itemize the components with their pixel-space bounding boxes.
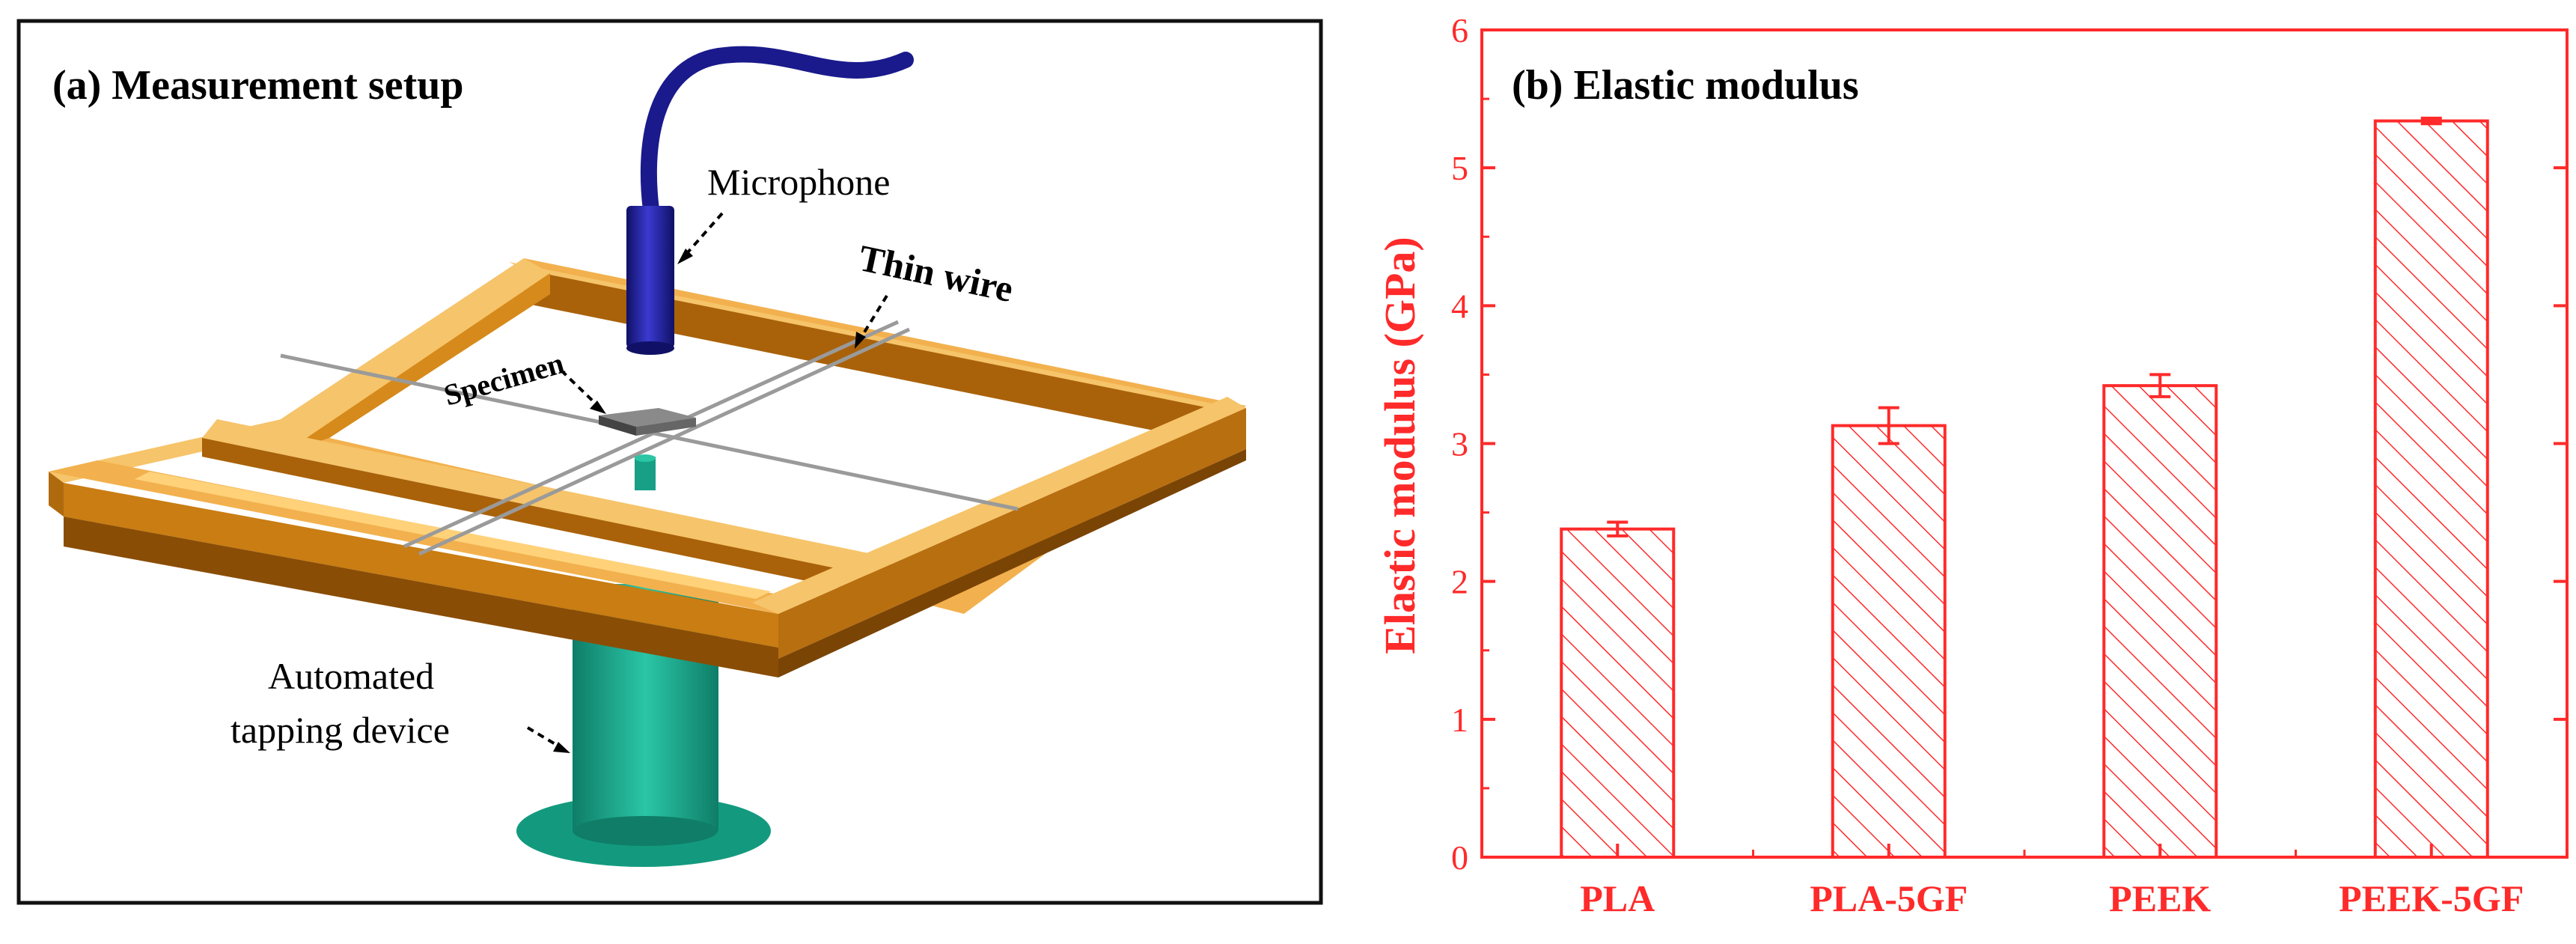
y-tick-label: 5 <box>1451 149 1468 187</box>
y-tick-label: 3 <box>1451 425 1468 463</box>
tapping-label-line2: tapping device <box>231 709 450 751</box>
bar-pla <box>1560 527 1676 859</box>
x-axis-ticks: PLA PLA-5GF PEEK PEEK-5GF <box>1480 844 2569 919</box>
microphone <box>626 46 914 355</box>
bar-peek <box>2102 384 2218 859</box>
y-tick-label: 4 <box>1451 287 1468 325</box>
x-tick-label: PEEK-5GF <box>2339 877 2524 919</box>
y-tick-label: 6 <box>1451 11 1468 49</box>
y-axis-ticks: 0 1 2 3 4 5 6 <box>1451 11 2567 877</box>
bars <box>1560 116 2489 859</box>
thin-wire-arrow <box>858 294 888 342</box>
microphone-label: Microphone <box>707 161 890 203</box>
y-axis-label: Elastic modulus (GPa) <box>1376 237 1424 654</box>
bar-pla-5gf <box>1831 424 1947 859</box>
microphone-arrowhead <box>677 249 693 264</box>
measurement-setup-panel: (a) Measurement setup <box>16 19 1323 905</box>
specimen-arrow <box>560 369 602 409</box>
microphone-arrow <box>681 212 724 260</box>
tapper-pin <box>635 454 656 490</box>
y-tick-label: 0 <box>1451 838 1468 877</box>
x-tick-label: PEEK <box>2109 877 2211 919</box>
elastic-modulus-chart: (b) Elastic modulus Elastic modulus (GPa… <box>1376 11 2569 919</box>
thin-wire-arrowhead <box>855 332 866 349</box>
y-tick-label: 2 <box>1451 563 1468 601</box>
chart-title: (b) Elastic modulus <box>1512 62 1859 109</box>
tapping-arrowhead <box>553 742 570 753</box>
bar-peek-5gf <box>2373 119 2489 859</box>
y-tick-label: 1 <box>1451 701 1468 739</box>
panel-a-title: (a) Measurement setup <box>52 62 464 109</box>
specimen <box>599 408 696 436</box>
specimen-arrowhead <box>590 401 606 414</box>
x-tick-label: PLA <box>1580 877 1655 919</box>
tapping-label-line1: Automated <box>268 655 434 697</box>
x-tick-label: PLA-5GF <box>1810 877 1968 919</box>
